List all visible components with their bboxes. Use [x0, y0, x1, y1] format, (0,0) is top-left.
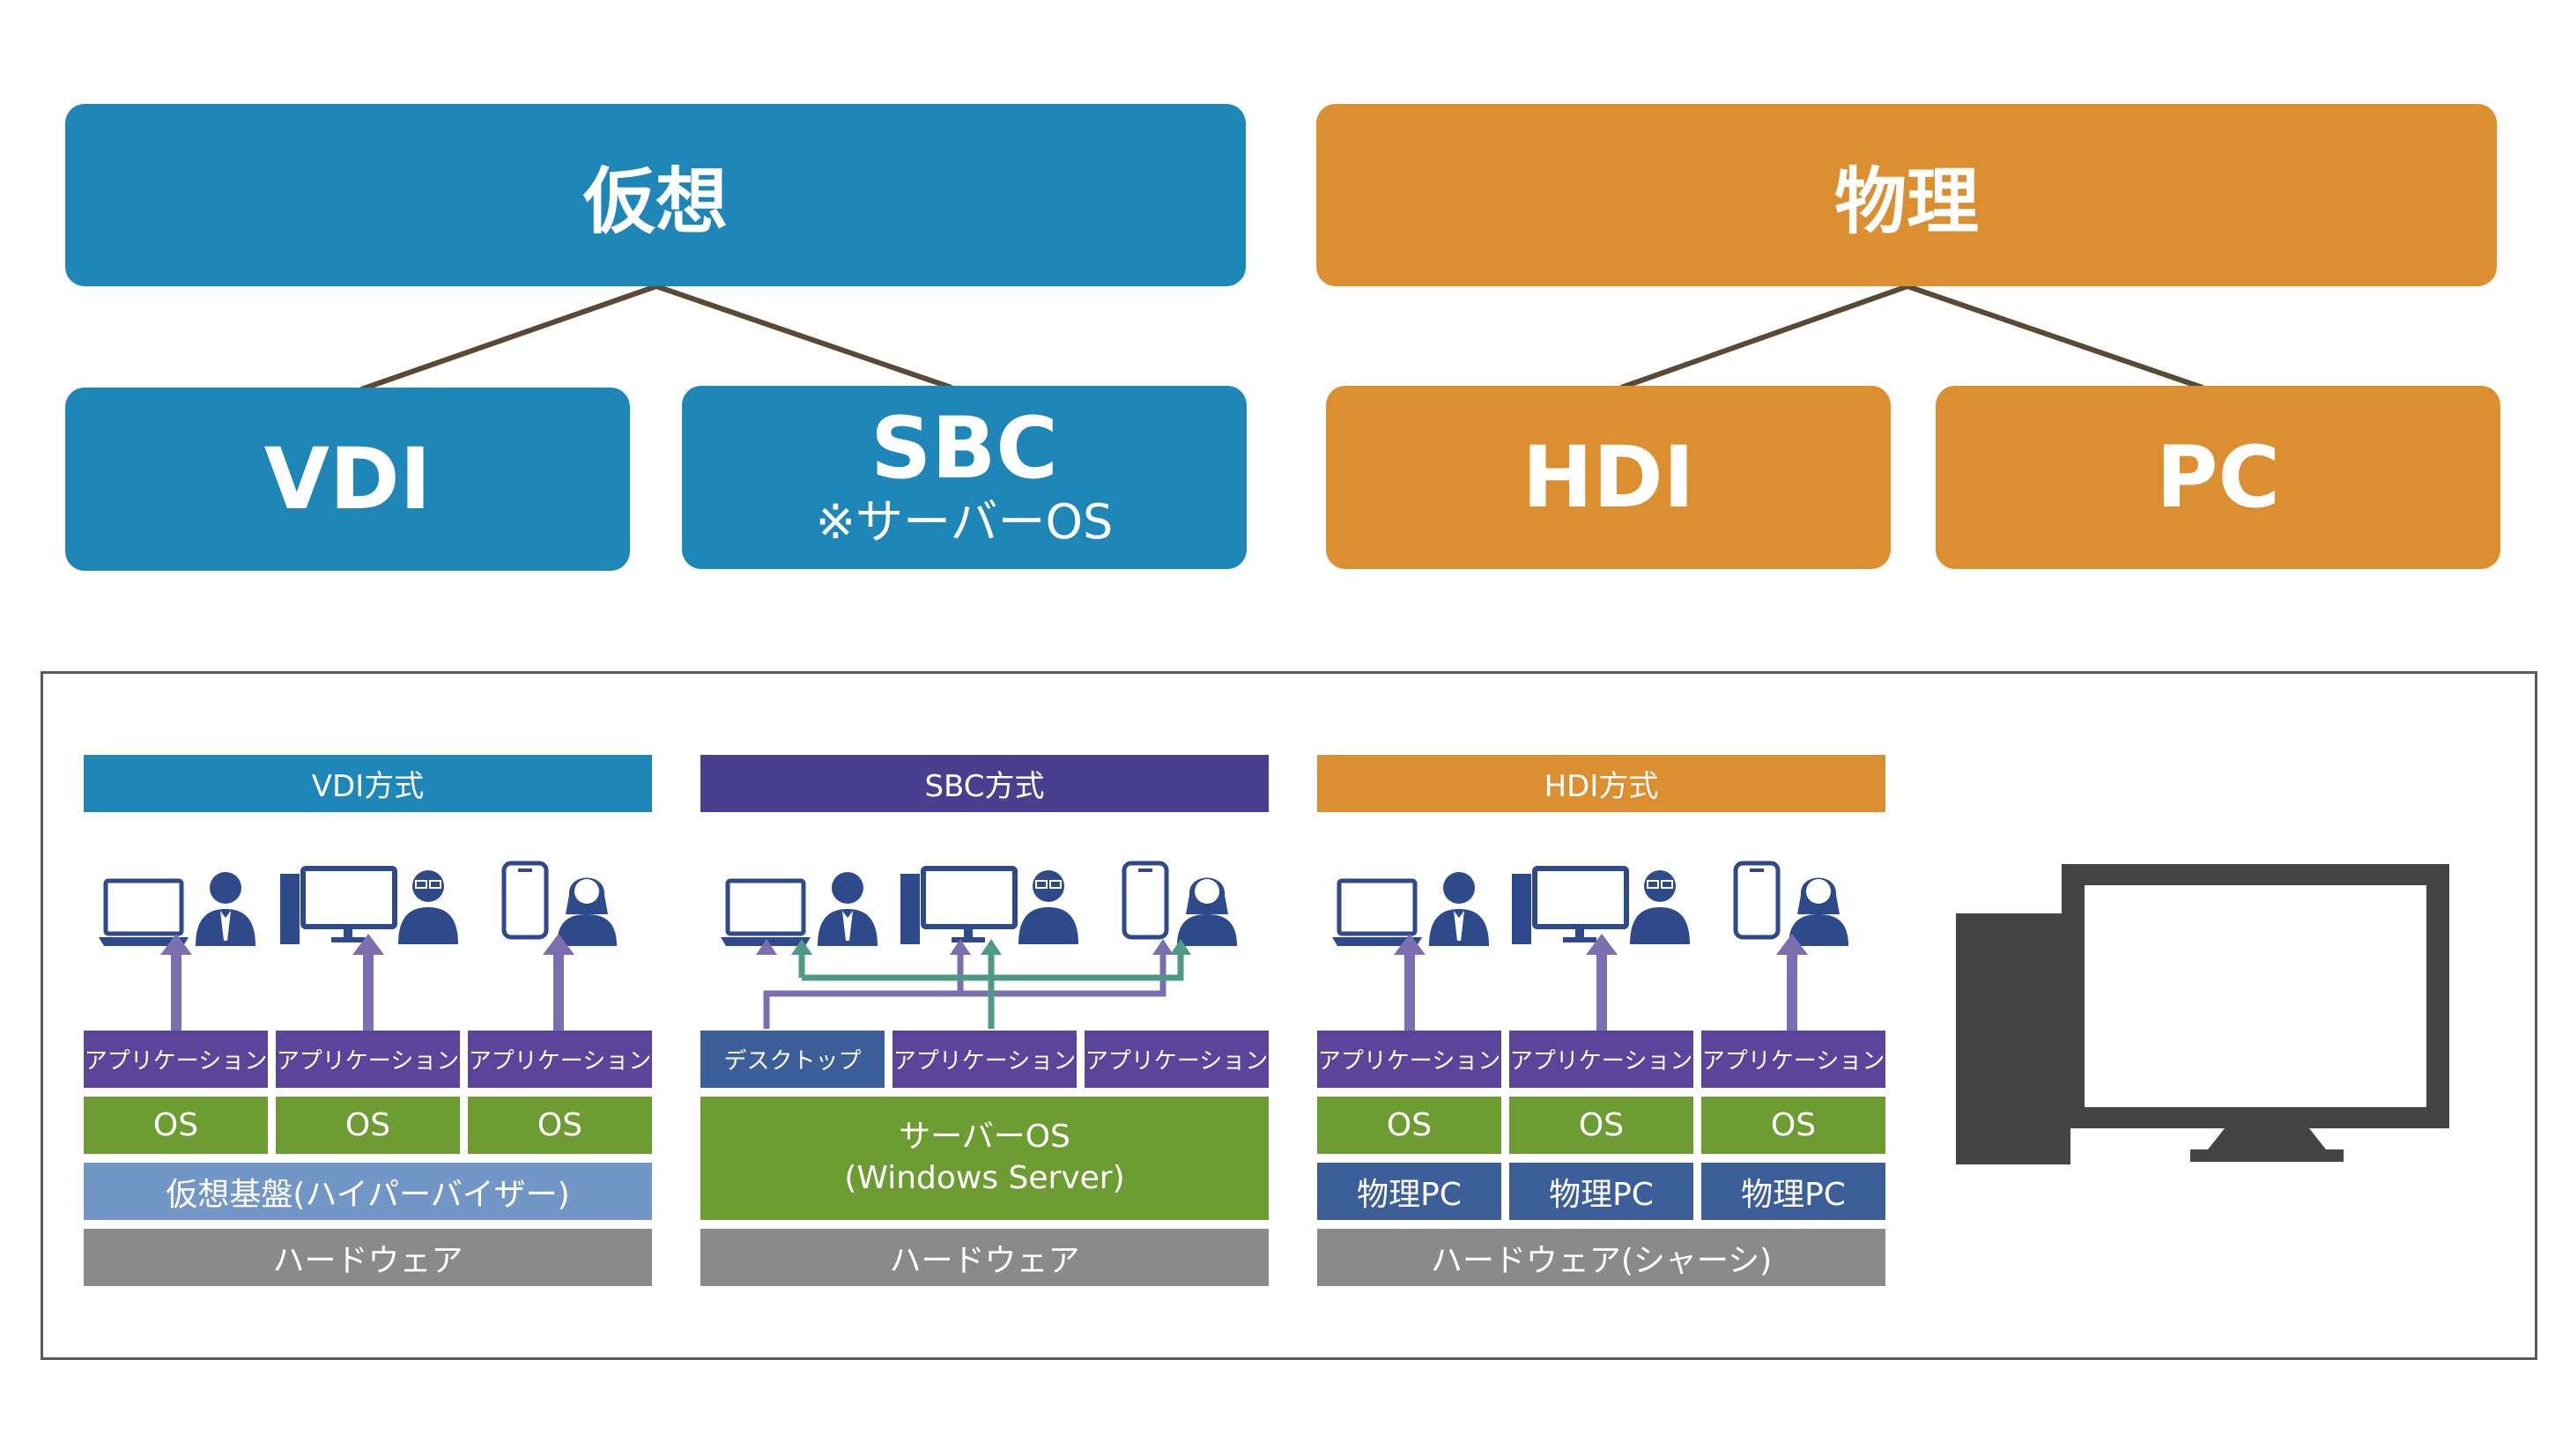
- sbc-server-os: サーバーOS (Windows Server): [700, 1097, 1269, 1220]
- vdi-hypervisor: 仮想基盤(ハイパーバイザー): [84, 1163, 652, 1220]
- physical-category-title: 物理: [1316, 104, 2497, 286]
- hdi-hardware: ハードウェア(シャーシ): [1317, 1229, 1885, 1286]
- sbc-method-header: SBC方式: [700, 755, 1269, 812]
- hdi-method-header: HDI方式: [1317, 755, 1885, 812]
- desktop-pc-icon: [1956, 864, 2449, 1164]
- sbc-note: ※サーバーOS: [815, 494, 1114, 551]
- hdi-physical-pc-3: 物理PC: [1701, 1163, 1885, 1220]
- virtual-category-title: 仮想: [65, 104, 1246, 286]
- vdi-os-1: OS: [84, 1097, 268, 1154]
- sbc-server-os-label: サーバーOS: [899, 1119, 1070, 1156]
- vdi-method-header: VDI方式: [84, 755, 652, 812]
- pc-box: PC: [1936, 386, 2500, 569]
- sbc-desktop: デスクトップ: [700, 1031, 885, 1088]
- vdi-box: VDI: [65, 388, 630, 571]
- hdi-os-3: OS: [1701, 1097, 1885, 1154]
- hdi-physical-pc-2: 物理PC: [1509, 1163, 1693, 1220]
- vdi-app-3: アプリケーション: [468, 1031, 652, 1088]
- hdi-label: HDI: [1522, 428, 1695, 527]
- vdi-os-3: OS: [468, 1097, 652, 1154]
- hdi-box: HDI: [1326, 386, 1891, 569]
- sbc-server-os-detail: (Windows Server): [844, 1160, 1125, 1196]
- sbc-app-1: アプリケーション: [892, 1031, 1077, 1088]
- vdi-app-2: アプリケーション: [276, 1031, 460, 1088]
- hierarchy-connectors: [360, 284, 2203, 392]
- vdi-hardware: ハードウェア: [84, 1229, 652, 1286]
- vdi-os-2: OS: [276, 1097, 460, 1154]
- sbc-label: SBC: [870, 399, 1058, 499]
- pc-label: PC: [2156, 428, 2280, 527]
- device-user-icons: [0, 846, 1848, 1031]
- vdi-label: VDI: [263, 430, 432, 528]
- hdi-os-2: OS: [1509, 1097, 1693, 1154]
- hdi-physical-pc-1: 物理PC: [1317, 1163, 1501, 1220]
- vdi-app-1: アプリケーション: [84, 1031, 268, 1088]
- sbc-hardware: ハードウェア: [700, 1229, 1269, 1286]
- hdi-app-1: アプリケーション: [1317, 1031, 1501, 1088]
- sbc-box: SBC ※サーバーOS: [682, 386, 1247, 569]
- hdi-os-1: OS: [1317, 1097, 1501, 1154]
- sbc-app-2: アプリケーション: [1085, 1031, 1269, 1088]
- hdi-app-3: アプリケーション: [1701, 1031, 1885, 1088]
- hdi-app-2: アプリケーション: [1509, 1031, 1693, 1088]
